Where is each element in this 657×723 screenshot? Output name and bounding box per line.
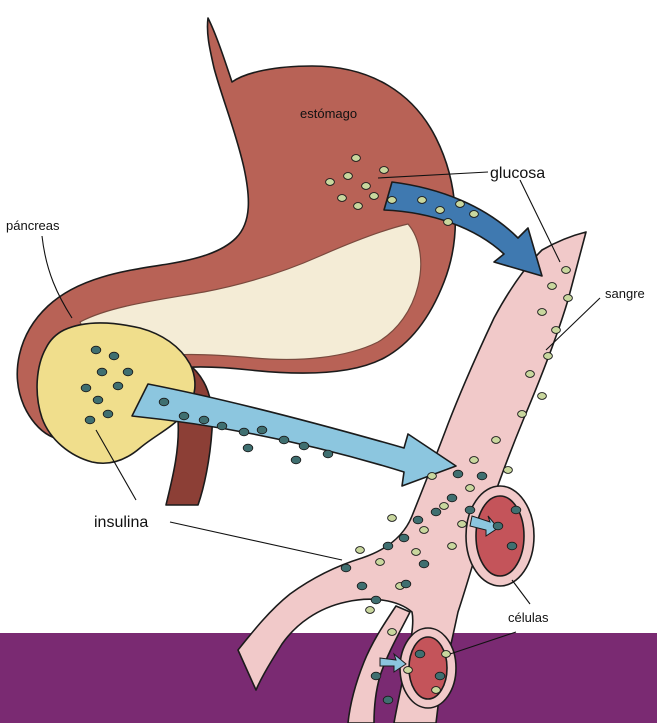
glucose-molecule-24 — [492, 437, 501, 444]
insulin-molecule-9 — [85, 416, 95, 424]
cell-upper — [466, 486, 534, 586]
glucose-molecule-12 — [456, 201, 465, 208]
blood-label: sangre — [605, 286, 645, 301]
glucose-molecule-33 — [412, 549, 421, 556]
insulin-molecule-31 — [341, 564, 351, 572]
insulin-molecule-16 — [279, 436, 289, 444]
insulin-molecule-14 — [239, 428, 249, 436]
insulin-label: insulina — [94, 514, 148, 531]
glucose-molecule-13 — [470, 211, 479, 218]
insulin-molecule-4 — [97, 368, 107, 376]
glucose-molecule-7 — [354, 203, 363, 210]
glucose-molecule-32 — [388, 515, 397, 522]
glucose-molecule-30 — [458, 521, 467, 528]
insulin-molecule-18 — [323, 450, 333, 458]
insulin-molecule-22 — [477, 472, 487, 480]
glucose-molecule-31 — [420, 527, 429, 534]
insulin-molecule-6 — [113, 382, 123, 390]
glucose-molecule-41 — [432, 687, 441, 694]
glucose-molecule-34 — [376, 559, 385, 566]
insulin-molecule-10 — [159, 398, 169, 406]
glucose-molecule-19 — [552, 327, 561, 334]
insulin-molecule-32 — [357, 582, 367, 590]
glucose-molecule-35 — [356, 547, 365, 554]
insulin-molecule-37 — [371, 672, 381, 680]
insulin-molecule-2 — [109, 352, 119, 360]
glucose-molecule-42 — [442, 651, 451, 658]
stomach-label: estómago — [300, 106, 357, 121]
insulin-molecule-19 — [243, 444, 253, 452]
insulin-molecule-28 — [383, 542, 393, 550]
insulin-molecule-1 — [91, 346, 101, 354]
glucose-molecule-38 — [366, 607, 375, 614]
insulin-molecule-34 — [493, 522, 503, 530]
glucose-molecule-10 — [418, 197, 427, 204]
insulin-molecule-5 — [81, 384, 91, 392]
insulin-molecule-39 — [415, 650, 425, 658]
glucose-molecule-40 — [404, 667, 413, 674]
glucose-molecule-28 — [428, 473, 437, 480]
glucose-molecule-22 — [538, 393, 547, 400]
insulin-molecule-29 — [419, 560, 429, 568]
insulin-molecule-27 — [399, 534, 409, 542]
insulin-molecule-21 — [453, 470, 463, 478]
glucose-molecule-17 — [564, 295, 573, 302]
glucose-molecule-18 — [538, 309, 547, 316]
glucose-molecule-16 — [548, 283, 557, 290]
glucose-molecule-9 — [388, 197, 397, 204]
glucose-molecule-29 — [440, 503, 449, 510]
insulin-molecule-24 — [465, 506, 475, 514]
glucose-molecule-6 — [338, 195, 347, 202]
glucose-molecule-27 — [466, 485, 475, 492]
insulin-molecule-23 — [447, 494, 457, 502]
glucose-molecule-20 — [544, 353, 553, 360]
glucose-molecule-5 — [326, 179, 335, 186]
glucose-molecule-15 — [562, 267, 571, 274]
insulin-molecule-11 — [179, 412, 189, 420]
glucose-label: glucosa — [490, 165, 545, 182]
insulin-molecule-40 — [435, 672, 445, 680]
glucose-molecule-3 — [344, 173, 353, 180]
insulin-molecule-17 — [299, 442, 309, 450]
insulin-pointer-vessel — [170, 522, 342, 560]
bottom-band — [0, 633, 657, 723]
insulin-molecule-35 — [507, 542, 517, 550]
cells-pointer-upper — [512, 580, 530, 604]
glucose-molecule-36 — [448, 543, 457, 550]
insulin-molecule-38 — [383, 696, 393, 704]
insulin-molecule-15 — [257, 426, 267, 434]
glucose-molecule-1 — [352, 155, 361, 162]
glucose-molecule-14 — [444, 219, 453, 226]
pancreas-label: páncreas — [6, 218, 60, 233]
glucose-molecule-21 — [526, 371, 535, 378]
insulin-molecule-30 — [401, 580, 411, 588]
insulin-molecule-3 — [123, 368, 133, 376]
insulin-molecule-20 — [291, 456, 301, 464]
glucose-molecule-39 — [388, 629, 397, 636]
glucose-molecule-25 — [470, 457, 479, 464]
glucose-molecule-2 — [380, 167, 389, 174]
insulin-molecule-12 — [199, 416, 209, 424]
glucose-molecule-26 — [504, 467, 513, 474]
insulin-molecule-13 — [217, 422, 227, 430]
glucose-molecule-4 — [362, 183, 371, 190]
insulin-molecule-7 — [93, 396, 103, 404]
glucose-molecule-11 — [436, 207, 445, 214]
insulin-molecule-8 — [103, 410, 113, 418]
insulin-molecule-36 — [511, 506, 521, 514]
insulin-molecule-33 — [371, 596, 381, 604]
glucose-molecule-8 — [370, 193, 379, 200]
cells-label: células — [508, 610, 549, 625]
insulin-molecule-25 — [431, 508, 441, 516]
glucose-molecule-23 — [518, 411, 527, 418]
insulin-molecule-26 — [413, 516, 423, 524]
